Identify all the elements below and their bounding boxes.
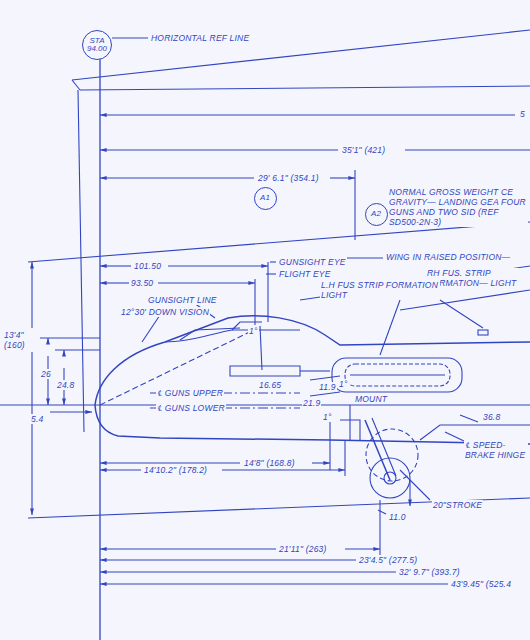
dimension-label: 5 — [519, 109, 526, 119]
dimension-label: 24.8 — [56, 380, 75, 390]
dimension-label: RH FUS. STRIP FORMATION— LIGHT — [426, 268, 528, 288]
dimension-label: 21.9 — [302, 398, 321, 408]
dimension-label: 43'9.45" (525.4 — [450, 579, 512, 589]
dimension-label: 32' 9.7" (393.7) — [398, 567, 461, 577]
dimension-label: 36.8 — [482, 412, 501, 422]
dimension-label: ℄ GUNS UPPER — [156, 388, 224, 398]
dimension-label: HORIZONTAL REF LINE — [150, 33, 250, 43]
callout-circle: A2 — [365, 203, 388, 226]
node-text: STA 94.00 — [86, 37, 108, 53]
dimension-label: GUNSIGHT EYE — [278, 257, 347, 267]
dimension-label: 14'10.2" (178.2) — [143, 465, 208, 475]
dimension-label: ℄ SPEED- BRAKE HINGE — [464, 440, 528, 460]
callout-circle: A1 — [254, 187, 277, 210]
dimension-label: 13'4" (160) — [3, 330, 35, 350]
station-circle: STA 94.00 — [82, 30, 112, 60]
dimension-label: 21'11" (263) — [278, 544, 328, 554]
dimension-label: NORMAL GROSS WEIGHT CE GRAVITY— LANDING … — [388, 187, 528, 227]
dimension-label: 1° — [322, 412, 333, 422]
dimension-label: 101.50 — [133, 261, 162, 271]
dimension-label: 93.50 — [130, 278, 154, 288]
dimension-label: 1° — [338, 379, 349, 389]
dimension-label: WING IN RAISED POSITION— — [385, 252, 511, 262]
node-text: A2 — [368, 210, 384, 218]
dimension-label: 20"STROKE — [432, 500, 483, 510]
dimension-label: 29' 6.1" (354.1) — [257, 173, 320, 183]
dimension-label: 11.0 — [388, 512, 407, 522]
dimension-label: 1° — [248, 326, 259, 336]
dimension-label: 23'4.5" (277.5) — [358, 555, 418, 565]
dimension-label: L.H FUS STRIP FORMATION LIGHT — [320, 280, 440, 300]
dimension-label: 14'8" (168.8) — [243, 458, 296, 468]
node-text: A1 — [257, 194, 273, 202]
dimension-label: FLIGHT EYE — [278, 269, 332, 279]
dimension-label: 16.65 — [258, 380, 282, 390]
dimension-label: 5.4 — [30, 414, 44, 424]
dimension-label: 12°30' DOWN VISION — [120, 307, 210, 317]
dimension-label: 35'1" (421) — [341, 145, 386, 155]
dimension-label: GUNSIGHT LINE — [147, 295, 218, 305]
dimension-label: MOUNT — [354, 394, 388, 404]
dimension-label: 26 — [40, 369, 52, 379]
dimension-label: 11.9 — [318, 382, 337, 392]
dimension-label: ℄ GUNS LOWER — [156, 403, 226, 413]
